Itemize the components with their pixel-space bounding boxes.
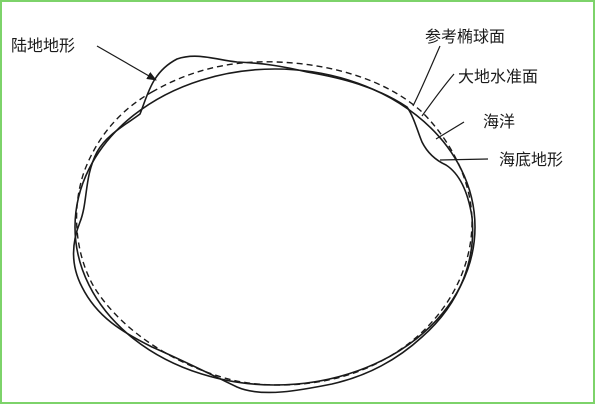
land-terrain-leader — [96, 45, 157, 81]
reference-ellipsoid-leader — [412, 45, 441, 107]
seafloor-leader — [439, 158, 489, 161]
ocean-leader — [435, 121, 465, 140]
geoid-leader — [421, 73, 455, 117]
geoid-curve — [75, 61, 473, 386]
reference-ellipsoid-label: 参考椭球面 — [425, 27, 505, 46]
seafloor-terrain-label: 海底地形 — [499, 150, 563, 169]
terrain-surface-curve — [72, 55, 474, 394]
land-terrain-label: 陆地地形 — [11, 36, 75, 55]
geoid-label: 大地水准面 — [458, 67, 538, 86]
ocean-label: 海洋 — [483, 112, 515, 131]
